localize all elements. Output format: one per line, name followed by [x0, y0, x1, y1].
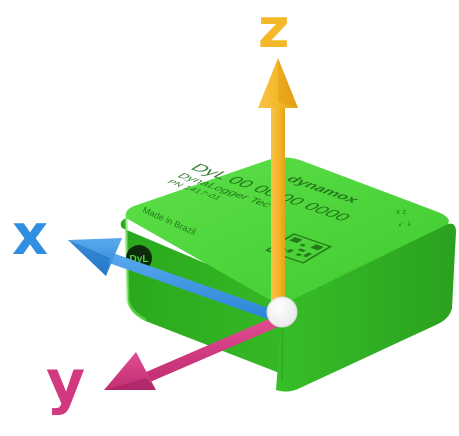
y-axis-label: y: [46, 347, 86, 417]
z-axis: [258, 58, 298, 308]
svg-text:x z: x z: [396, 208, 406, 216]
sensor-device: dynamox DyL 00 00 00 0000 DynaLogger Tec…: [120, 157, 456, 392]
x-axis-shaft: [106, 252, 280, 322]
svg-text:↙ ↓: ↙ ↓: [398, 220, 412, 228]
z-axis-shaft: [271, 104, 285, 308]
x-axis-label: x: [12, 203, 49, 268]
orientation-marks: x z ↙ ↓: [396, 208, 412, 228]
y-axis-shaft: [146, 316, 280, 382]
device-front-face: [276, 223, 456, 392]
x-axis: [68, 238, 280, 322]
logo-text: DyL: [130, 254, 149, 265]
device-top-face: [125, 157, 449, 302]
y-axis: [104, 316, 280, 390]
z-axis-label: z: [258, 0, 290, 60]
axes-origin: [266, 296, 298, 328]
